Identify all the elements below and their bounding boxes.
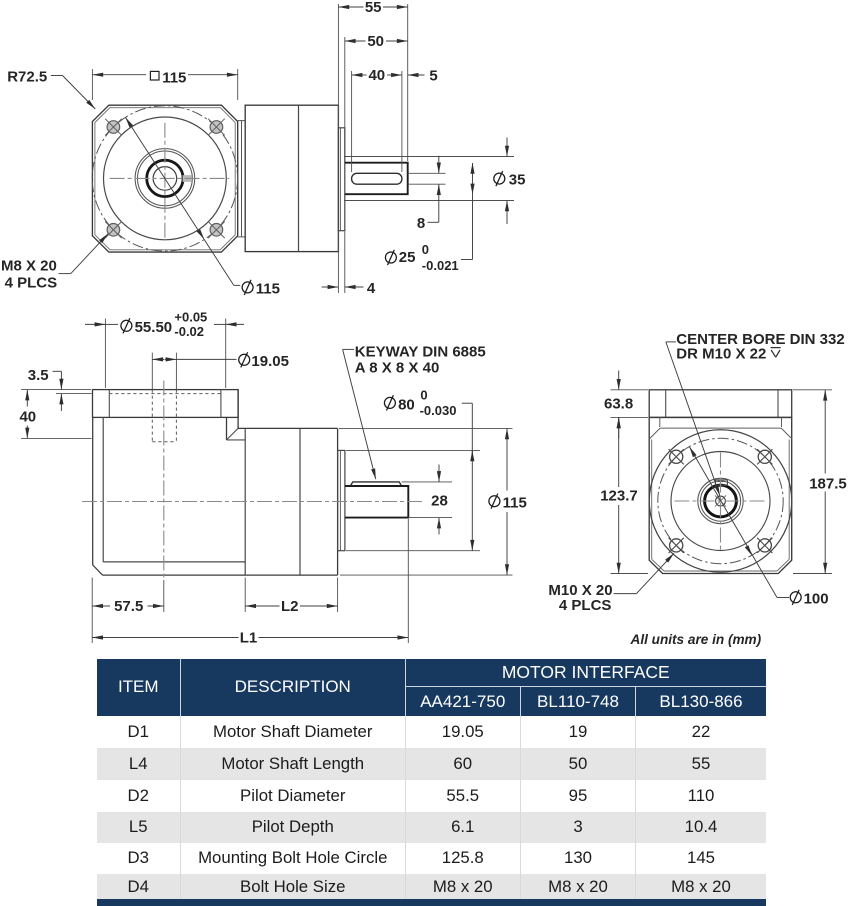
- svg-text:123.7: 123.7: [600, 488, 638, 505]
- svg-text:100: 100: [804, 590, 829, 607]
- svg-text:35: 35: [509, 172, 526, 189]
- svg-text:3.5: 3.5: [28, 367, 49, 384]
- svg-text:4: 4: [367, 280, 376, 297]
- svg-text:0: 0: [420, 388, 427, 403]
- svg-text:0: 0: [422, 242, 429, 257]
- svg-text:40: 40: [19, 409, 36, 426]
- svg-text:25: 25: [399, 249, 416, 266]
- svg-text:187.5: 187.5: [809, 476, 847, 493]
- svg-text:CENTER BORE DIN 332: CENTER BORE DIN 332: [676, 331, 844, 348]
- svg-text:115: 115: [503, 494, 527, 511]
- svg-text:55.50: 55.50: [135, 319, 173, 336]
- svg-text:115: 115: [256, 280, 280, 297]
- svg-text:-0.021: -0.021: [422, 258, 459, 273]
- svg-text:5: 5: [429, 67, 437, 84]
- svg-text:M8 X 20: M8 X 20: [1, 258, 57, 275]
- svg-text:L2: L2: [281, 598, 299, 615]
- svg-text:50: 50: [367, 33, 384, 50]
- svg-text:+0.05: +0.05: [174, 309, 207, 324]
- svg-text:63.8: 63.8: [604, 396, 633, 413]
- svg-text:All units are in (mm): All units are in (mm): [630, 632, 762, 647]
- svg-text:55: 55: [365, 0, 382, 16]
- svg-text:4 PLCS: 4 PLCS: [5, 275, 58, 292]
- svg-text:28: 28: [431, 492, 448, 509]
- svg-text:DR M10 X 22: DR M10 X 22: [676, 346, 766, 363]
- svg-text:M10 X 20: M10 X 20: [548, 582, 612, 599]
- svg-text:19.05: 19.05: [251, 353, 289, 370]
- svg-text:R72.5: R72.5: [7, 69, 47, 86]
- svg-text:-0.02: -0.02: [174, 324, 204, 339]
- svg-text:L1: L1: [240, 630, 258, 647]
- svg-text:-0.030: -0.030: [420, 403, 457, 418]
- svg-text:A 8 X 8 X 40: A 8 X 8 X 40: [355, 359, 440, 376]
- svg-text:8: 8: [417, 215, 425, 232]
- svg-text:40: 40: [368, 67, 385, 84]
- svg-text:115: 115: [162, 69, 186, 86]
- svg-text:KEYWAY DIN 6885: KEYWAY DIN 6885: [355, 344, 486, 361]
- svg-text:57.5: 57.5: [114, 598, 143, 615]
- svg-text:80: 80: [398, 396, 415, 413]
- svg-text:4 PLCS: 4 PLCS: [559, 597, 612, 614]
